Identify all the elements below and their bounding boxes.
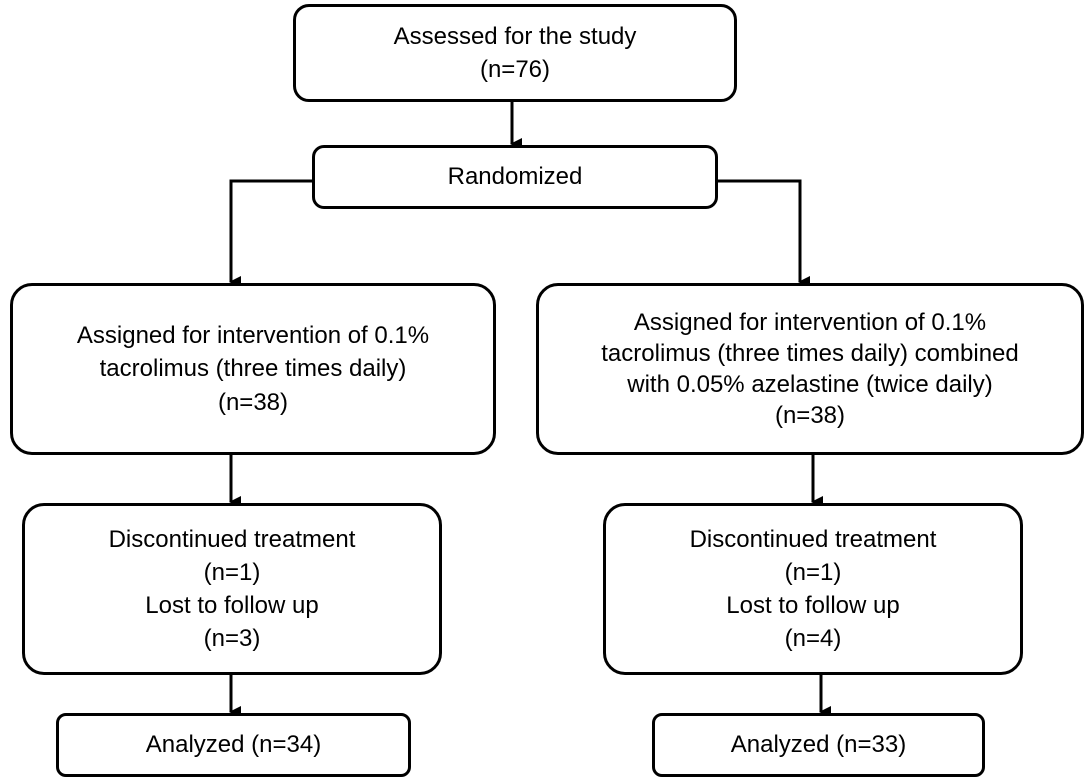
- node-disc2-line-2: (n=1): [784, 558, 842, 586]
- node-analyzed1-line-1: Analyzed (n=34): [145, 731, 322, 759]
- node-arm1-tacrolimus: Assigned for intervention of 0.1% tacrol…: [10, 283, 496, 455]
- node-arm2-line-2: tacrolimus (three times daily) combined: [601, 339, 1019, 367]
- arrow-randomized-to-arm2: [718, 179, 810, 288]
- node-randomized-line-1: Randomized: [447, 163, 583, 191]
- arrow-randomized-to-arm1: [229, 179, 312, 288]
- node-arm2-line-1: Assigned for intervention of 0.1%: [633, 308, 987, 336]
- node-arm1-line-3: (n=38): [217, 388, 289, 416]
- node-disc2-line-3: Lost to follow up: [726, 592, 900, 619]
- node-arm1-line-1: Assigned for intervention of 0.1%: [76, 322, 430, 350]
- node-disc1-line-1: Discontinued treatment: [108, 525, 356, 553]
- node-discontinued-arm2: Discontinued treatment (n=1) Lost to fol…: [603, 503, 1023, 675]
- node-arm2-tacrolimus-azelastine: Assigned for intervention of 0.1% tacrol…: [536, 283, 1084, 455]
- node-arm1-line-2: tacrolimus (three times daily): [99, 355, 407, 383]
- node-assessed: Assessed for the study (n=76): [293, 4, 737, 102]
- node-discontinued-arm1: Discontinued treatment (n=1) Lost to fol…: [22, 503, 442, 675]
- node-disc1-line-3: Lost to follow up: [145, 592, 319, 619]
- node-disc1-line-4: (n=3): [203, 625, 261, 653]
- node-randomized: Randomized: [312, 145, 718, 209]
- node-assessed-line-2: (n=76): [479, 56, 551, 83]
- node-assessed-line-1: Assessed for the study: [393, 22, 637, 50]
- node-disc1-line-2: (n=1): [203, 558, 261, 586]
- node-disc2-line-1: Discontinued treatment: [689, 525, 937, 553]
- node-arm2-line-3: with 0.05% azelastine (twice daily): [627, 371, 993, 398]
- node-analyzed-arm2: Analyzed (n=33): [652, 713, 985, 777]
- node-disc2-line-4: (n=4): [784, 625, 842, 653]
- node-analyzed-arm1: Analyzed (n=34): [56, 713, 411, 777]
- node-arm2-line-4: (n=38): [774, 402, 846, 430]
- node-analyzed2-line-1: Analyzed (n=33): [730, 731, 907, 759]
